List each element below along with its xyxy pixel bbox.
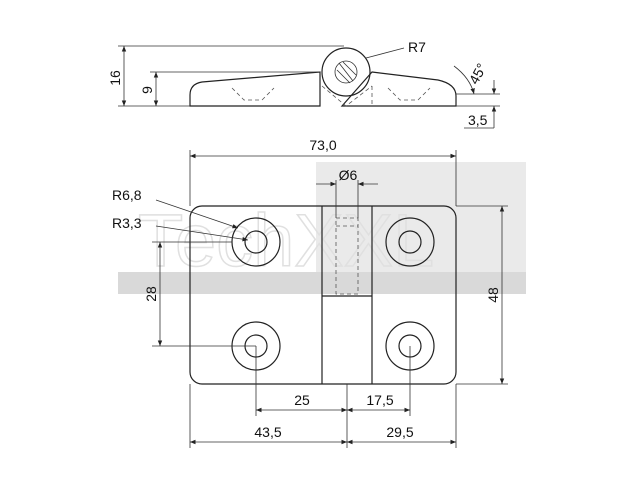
dim-hole-inner-radius: R3,3 <box>112 215 142 231</box>
watermark: TechXXL <box>118 162 526 294</box>
watermark-block <box>316 162 526 294</box>
dim-right-hole-to-center: 17,5 <box>366 392 393 408</box>
front-view: 73,0 Ø6 48 R6,8 R3,3 28 25 17,5 <box>112 137 508 448</box>
side-left-leaf <box>189 71 321 107</box>
dim-height: 48 <box>485 287 501 303</box>
side-pin <box>334 60 358 84</box>
front-pin-hidden <box>335 217 359 295</box>
side-view: 16 9 R7 45° 3,5 <box>107 39 500 129</box>
dim-right-width: 29,5 <box>386 424 413 440</box>
dim-height-total: 16 <box>107 70 123 86</box>
dim-pin-diameter: Ø6 <box>339 167 358 183</box>
dim-thickness: 3,5 <box>468 112 488 128</box>
side-countersink-right <box>387 87 431 101</box>
watermark-text: TechXXL <box>138 199 434 282</box>
hole-top-right <box>385 217 435 267</box>
side-right-leaf <box>340 71 457 107</box>
dim-left-hole-to-center: 25 <box>294 392 310 408</box>
dim-width-total: 73,0 <box>309 137 336 153</box>
dim-hole-spacing-vertical: 28 <box>143 286 159 302</box>
dim-left-width: 43,5 <box>254 424 281 440</box>
dim-hole-outer-radius: R6,8 <box>112 187 142 203</box>
front-outline <box>189 205 457 385</box>
side-hidden-lines <box>321 85 373 107</box>
dim-height-leaf: 9 <box>139 86 155 94</box>
side-knuckle <box>321 47 371 97</box>
dim-knuckle-radius: R7 <box>408 39 426 55</box>
side-countersink-left <box>231 87 275 101</box>
side-pin-hatch <box>336 61 357 84</box>
